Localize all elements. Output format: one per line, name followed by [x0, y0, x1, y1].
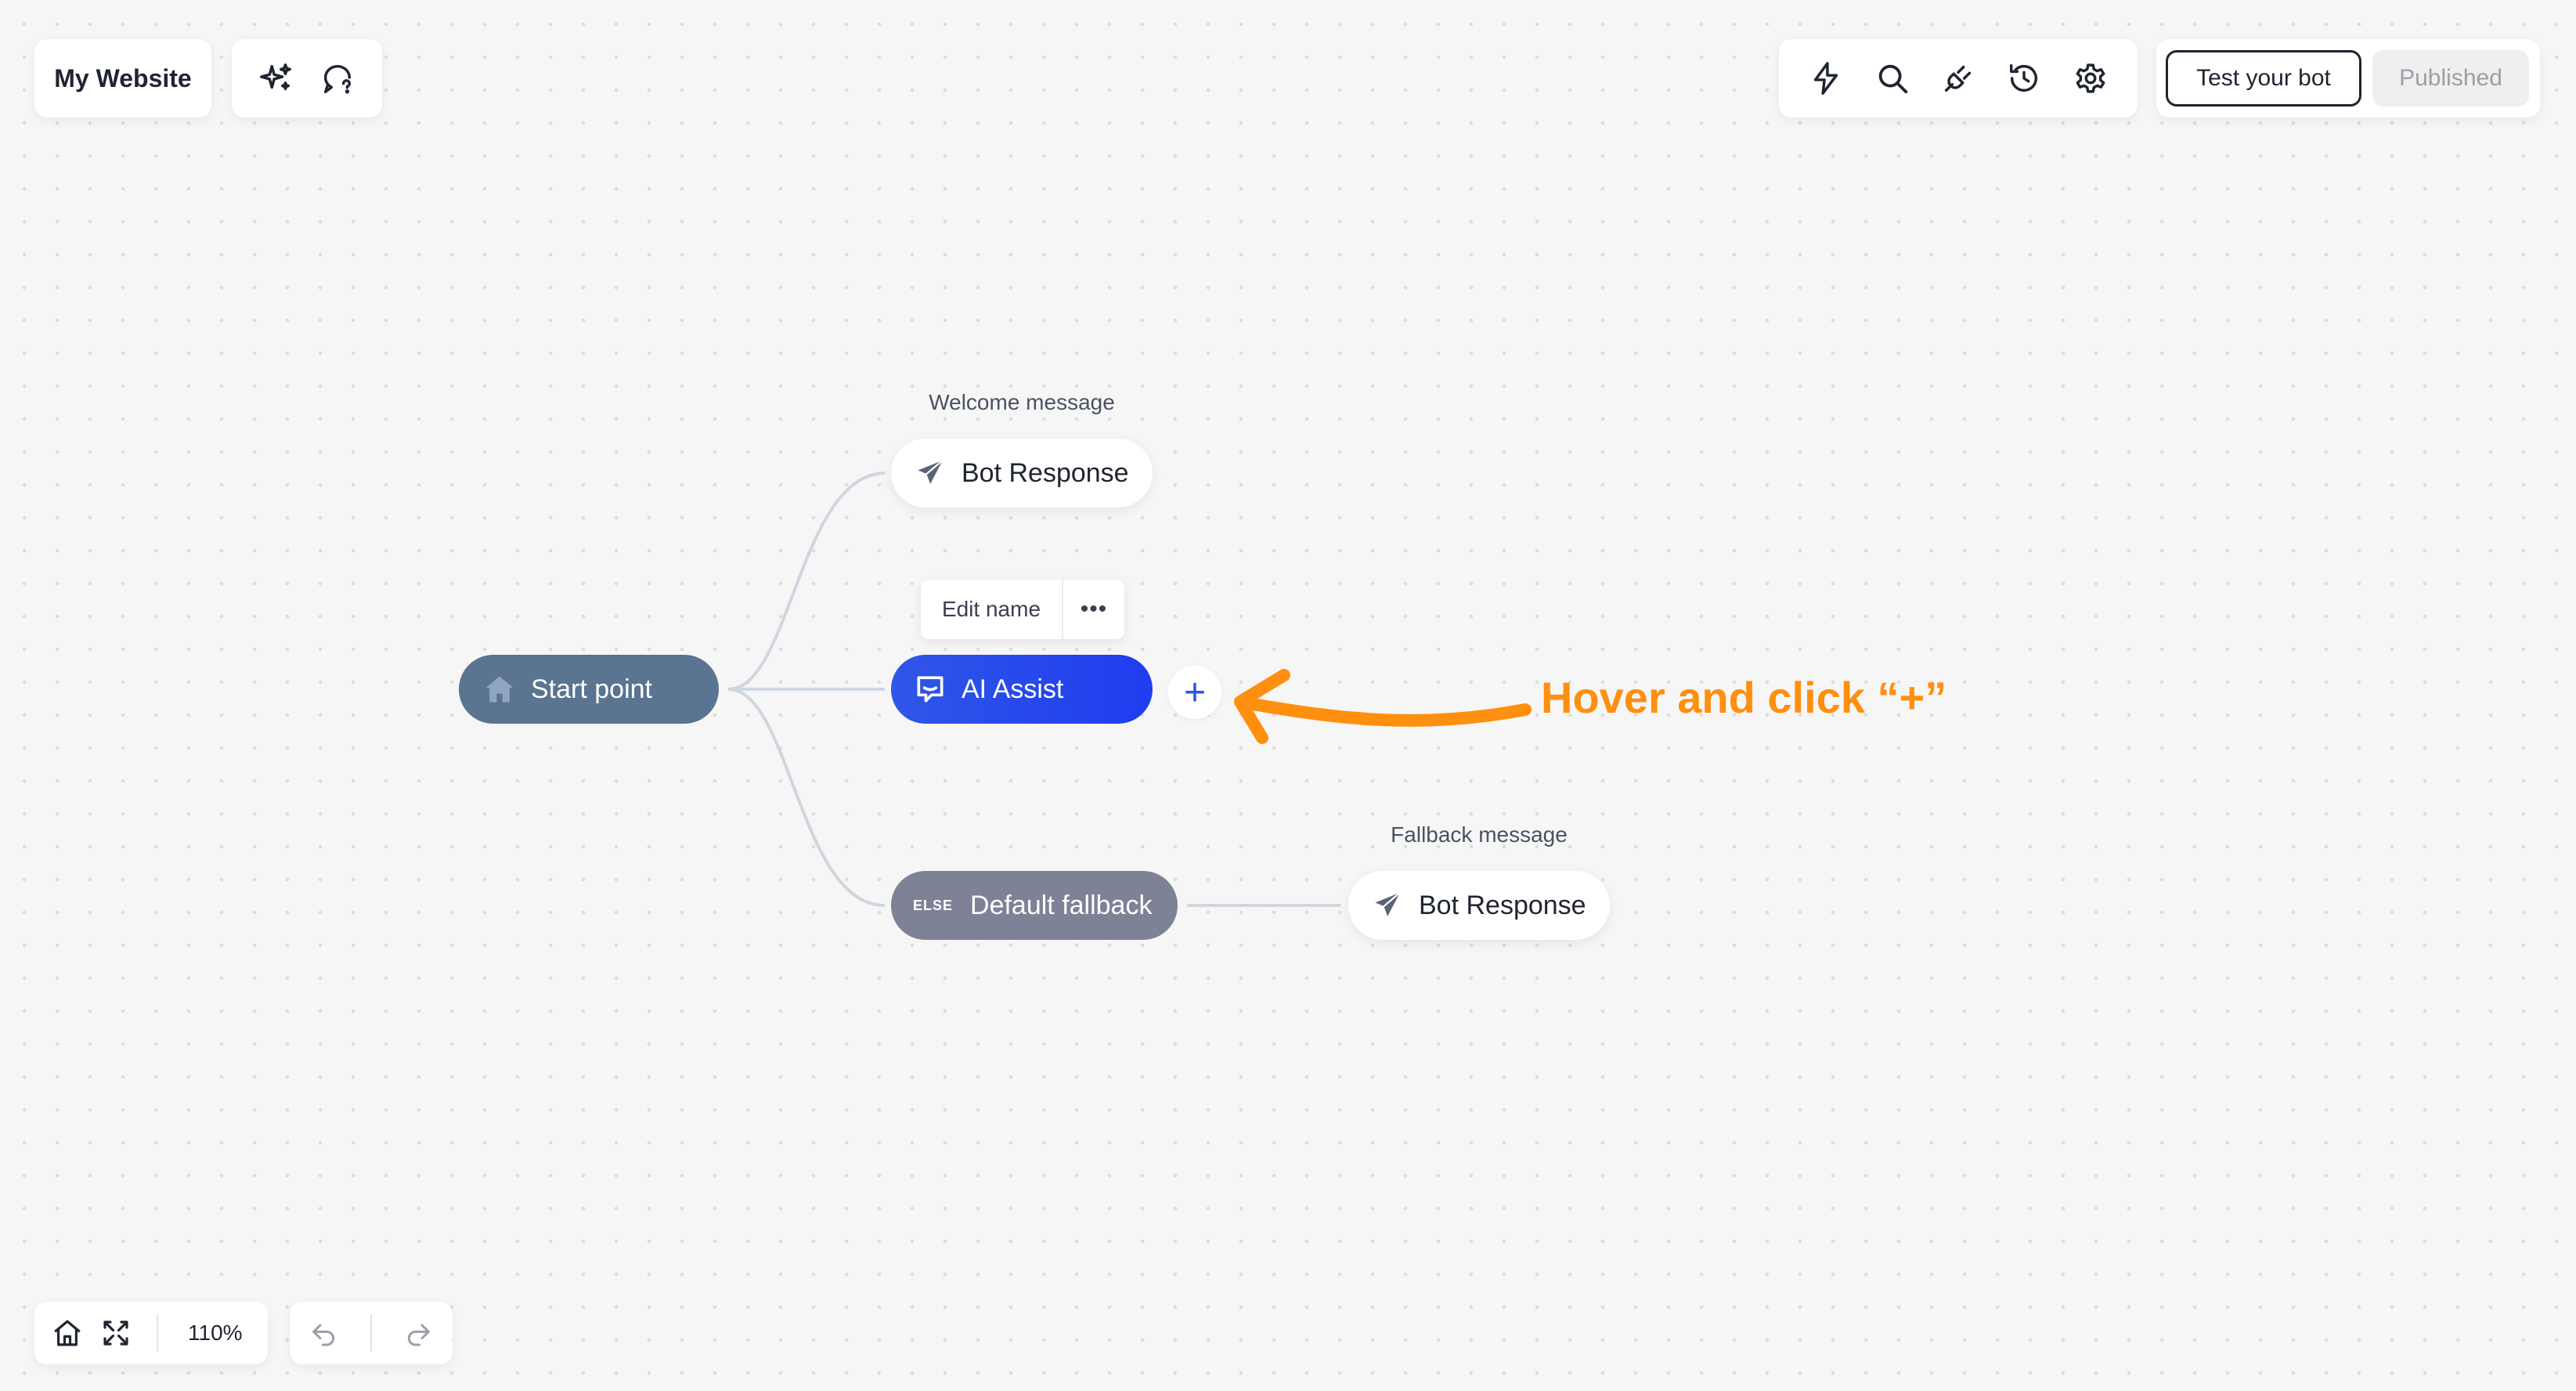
fallback-message-caption: Fallback message — [1391, 822, 1568, 847]
annotation-arrow — [1242, 697, 1532, 727]
home-icon — [482, 672, 517, 706]
default-fallback-node[interactable]: ELSE Default fallback — [891, 871, 1178, 940]
history-icon[interactable] — [2002, 56, 2046, 100]
start-point-node[interactable]: Start point — [459, 655, 719, 724]
send-icon — [913, 456, 947, 490]
undo-icon[interactable] — [302, 1311, 346, 1355]
project-title[interactable]: My Website — [34, 39, 211, 117]
redo-icon[interactable] — [396, 1311, 440, 1355]
history-controls — [290, 1302, 453, 1364]
top-left-toolbar — [232, 39, 382, 117]
node-context-menu: Edit name ••• — [921, 580, 1124, 639]
connector-default — [727, 688, 886, 907]
fallback-bot-response-node[interactable]: Bot Response — [1348, 871, 1610, 940]
publish-controls: Test your bot Published — [2156, 39, 2540, 117]
home-icon[interactable] — [45, 1311, 89, 1355]
start-point-label: Start point — [531, 674, 652, 704]
sparkles-icon[interactable] — [254, 56, 298, 100]
zoom-level[interactable]: 110% — [188, 1321, 243, 1345]
chat-help-icon[interactable] — [316, 56, 359, 100]
else-tag: ELSE — [913, 897, 954, 913]
chat-bot-icon — [913, 672, 947, 706]
lightning-icon[interactable] — [1804, 56, 1848, 100]
settings-icon[interactable] — [2069, 56, 2112, 100]
divider — [370, 1314, 372, 1352]
fallback-bot-response-label: Bot Response — [1419, 890, 1586, 920]
canvas-view-controls: 110% — [34, 1302, 268, 1364]
send-icon — [1370, 888, 1405, 923]
project-title-text: My Website — [54, 63, 192, 92]
welcome-message-caption: Welcome message — [929, 390, 1115, 414]
ai-assist-label: AI Assist — [961, 674, 1064, 704]
default-fallback-label: Default fallback — [970, 890, 1153, 920]
top-right-toolbar — [1779, 39, 2138, 117]
welcome-bot-response-label: Bot Response — [961, 457, 1129, 488]
more-options-button[interactable]: ••• — [1080, 596, 1108, 622]
published-button[interactable]: Published — [2372, 50, 2529, 107]
add-node-button[interactable]: + — [1168, 666, 1221, 719]
annotation-text: Hover and click “+” — [1541, 673, 1947, 722]
fit-screen-icon[interactable] — [94, 1311, 138, 1355]
search-icon[interactable] — [1871, 56, 1914, 100]
ai-assist-node[interactable]: AI Assist — [891, 655, 1153, 724]
connector-welcome — [727, 471, 886, 691]
divider — [157, 1314, 158, 1352]
test-bot-button[interactable]: Test your bot — [2166, 50, 2361, 107]
annotation-arrowhead — [1234, 669, 1290, 744]
welcome-bot-response-node[interactable]: Bot Response — [891, 439, 1153, 508]
plug-icon[interactable] — [1936, 56, 1980, 100]
edit-name-button[interactable]: Edit name — [921, 580, 1063, 639]
